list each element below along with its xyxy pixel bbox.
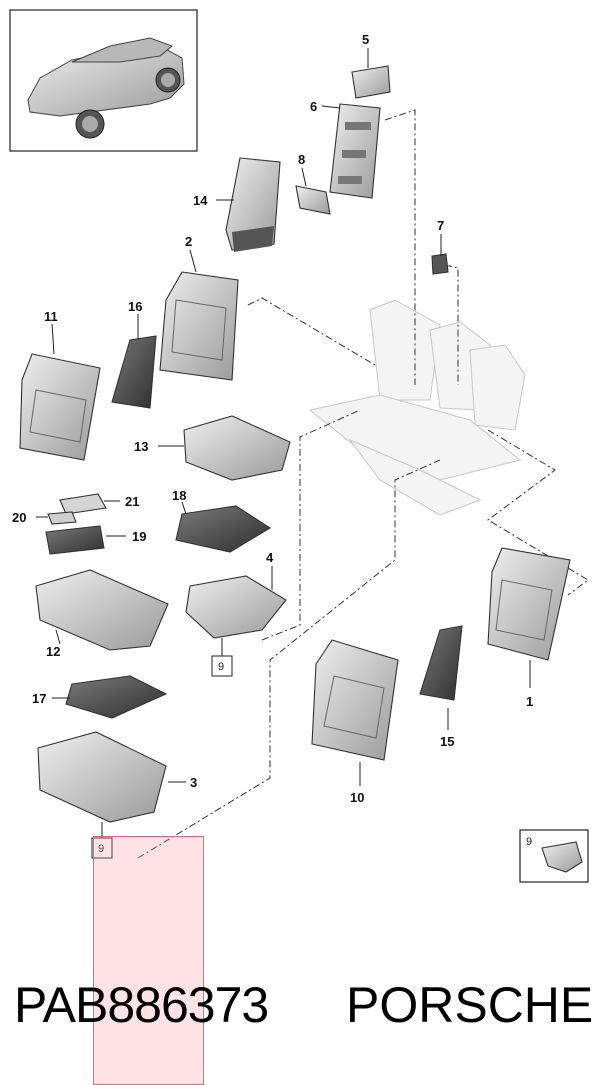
callout-13: 13 xyxy=(134,439,148,454)
part-4 xyxy=(185,575,287,639)
callout-9-bottom: 9 xyxy=(98,843,104,855)
part-1 xyxy=(487,547,571,661)
part-19 xyxy=(45,525,105,555)
callout-6: 6 xyxy=(310,99,317,114)
part-6 xyxy=(329,103,381,199)
callout-10: 10 xyxy=(350,790,364,805)
part-8 xyxy=(295,185,331,215)
callout-16: 16 xyxy=(128,299,142,314)
part-11 xyxy=(19,353,101,461)
part-17 xyxy=(65,675,168,719)
callout-9-detail: 9 xyxy=(526,836,532,848)
callout-4: 4 xyxy=(266,550,274,565)
callout-12: 12 xyxy=(46,644,60,659)
callout-1: 1 xyxy=(526,694,533,709)
ref-box-9-bottom: 9 xyxy=(91,837,113,859)
callout-2: 2 xyxy=(185,234,192,249)
callout-15: 15 xyxy=(440,734,454,749)
part-14 xyxy=(225,157,281,252)
selection-highlight xyxy=(93,836,204,1085)
part-18 xyxy=(175,505,272,553)
callout-19: 19 xyxy=(132,529,146,544)
callout-3: 3 xyxy=(190,775,197,790)
part-3 xyxy=(37,731,167,823)
part-21 xyxy=(59,493,107,515)
footer: PAB886373 PORSCHE xyxy=(0,975,600,1035)
part-2 xyxy=(159,271,239,381)
callout-20: 20 xyxy=(12,510,26,525)
callout-11: 11 xyxy=(44,309,58,324)
part-12 xyxy=(35,569,169,651)
callout-8: 8 xyxy=(298,152,305,167)
part-10 xyxy=(311,639,399,761)
callout-7: 7 xyxy=(437,218,444,233)
part-7 xyxy=(431,253,449,275)
callout-9-center: 9 xyxy=(218,661,224,673)
callout-17: 17 xyxy=(32,691,46,706)
part-13 xyxy=(183,415,291,481)
callout-labels: 5 6 8 7 14 2 16 11 13 18 21 20 19 4 12 1… xyxy=(12,32,533,859)
callout-18: 18 xyxy=(172,488,186,503)
callout-21: 21 xyxy=(125,494,139,509)
part-15 xyxy=(419,625,463,701)
ref-box-9-center: 9 xyxy=(211,655,233,677)
parts-diagram: 5 6 8 7 14 2 16 11 13 18 21 20 19 4 12 1… xyxy=(9,9,589,883)
vehicle-thumbnail xyxy=(9,9,198,152)
assembly-lines xyxy=(137,109,589,859)
part-16 xyxy=(111,335,157,409)
part-9-detail xyxy=(519,829,589,883)
brand-label: PORSCHE xyxy=(346,977,594,1033)
callout-5: 5 xyxy=(362,32,369,47)
part-number-label: PAB886373 xyxy=(14,977,269,1033)
part-5 xyxy=(351,65,391,99)
part-20 xyxy=(47,511,77,525)
leader-lines xyxy=(36,48,531,838)
seat-frame xyxy=(308,299,526,516)
callout-14: 14 xyxy=(193,193,208,208)
